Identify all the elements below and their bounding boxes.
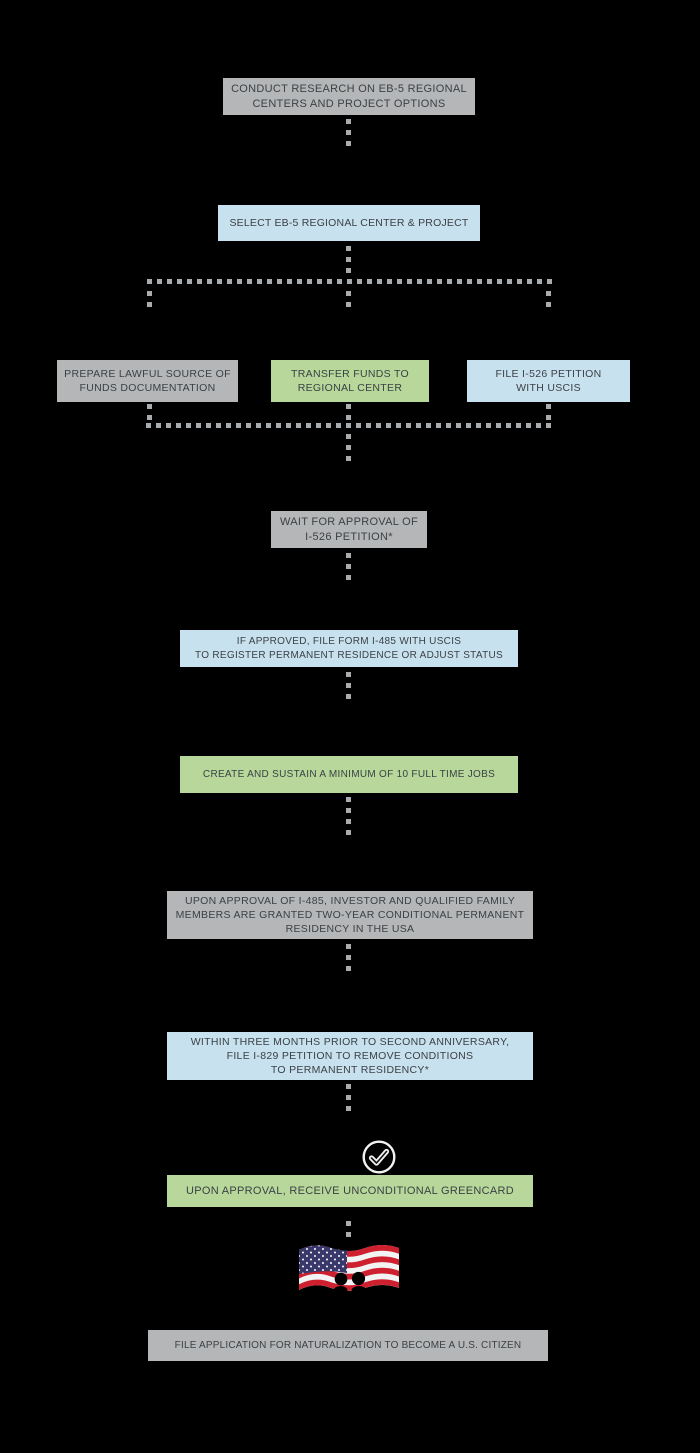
step-label: CONDUCT RESEARCH ON EB-5 REGIONAL CENTER…	[231, 82, 467, 110]
dotted-connector	[147, 291, 152, 313]
dotted-connector	[546, 404, 551, 420]
dotted-connector	[346, 246, 351, 273]
dotted-connector	[346, 797, 351, 835]
step-label: SELECT EB-5 REGIONAL CENTER & PROJECT	[229, 216, 469, 229]
step-label: WAIT FOR APPROVAL OF I-526 PETITION*	[279, 515, 419, 543]
step-wait-approval-i526: WAIT FOR APPROVAL OF I-526 PETITION*	[271, 511, 427, 548]
step-label: UPON APPROVAL OF I-485, INVESTOR AND QUA…	[175, 894, 525, 936]
step-label: PREPARE LAWFUL SOURCE OF FUNDS DOCUMENTA…	[64, 367, 231, 394]
dotted-connector	[346, 672, 351, 699]
step-label: FILE I-526 PETITION WITH USCIS	[495, 367, 602, 394]
step-label: IF APPROVED, FILE FORM I-485 WITH USCIS …	[195, 636, 503, 661]
step-label: WITHIN THREE MONTHS PRIOR TO SECOND ANNI…	[190, 1035, 510, 1077]
dotted-connector	[546, 291, 551, 313]
step-file-i829: WITHIN THREE MONTHS PRIOR TO SECOND ANNI…	[167, 1032, 533, 1080]
dotted-connector	[346, 553, 351, 580]
dotted-connector-horizontal	[147, 279, 552, 284]
step-select-center: SELECT EB-5 REGIONAL CENTER & PROJECT	[218, 205, 480, 241]
step-naturalization: FILE APPLICATION FOR NATURALIZATION TO B…	[148, 1330, 548, 1361]
step-source-of-funds: PREPARE LAWFUL SOURCE OF FUNDS DOCUMENTA…	[57, 360, 238, 402]
step-receive-greencard: UPON APPROVAL, RECEIVE UNCONDITIONAL GRE…	[167, 1175, 533, 1207]
dotted-connector	[346, 291, 351, 313]
dotted-connector	[346, 404, 351, 420]
dotted-connector	[346, 119, 351, 146]
dotted-connector	[346, 944, 351, 971]
step-label: TRANSFER FUNDS TO REGIONAL CENTER	[291, 367, 409, 394]
dotted-connector	[346, 1084, 351, 1111]
step-create-jobs: CREATE AND SUSTAIN A MINIMUM OF 10 FULL …	[180, 756, 518, 793]
dotted-connector	[147, 404, 152, 420]
dotted-connector	[346, 1221, 351, 1237]
step-label: FILE APPLICATION FOR NATURALIZATION TO B…	[174, 1339, 522, 1351]
us-flag-icon	[299, 1245, 399, 1295]
step-label: CREATE AND SUSTAIN A MINIMUM OF 10 FULL …	[202, 768, 496, 780]
check-circle-icon	[362, 1140, 396, 1174]
step-transfer-funds: TRANSFER FUNDS TO REGIONAL CENTER	[271, 360, 429, 402]
step-file-i526: FILE I-526 PETITION WITH USCIS	[467, 360, 630, 402]
step-label: UPON APPROVAL, RECEIVE UNCONDITIONAL GRE…	[186, 1184, 514, 1197]
dotted-connector-horizontal	[146, 423, 552, 428]
step-conditional-residency: UPON APPROVAL OF I-485, INVESTOR AND QUA…	[167, 891, 533, 939]
dotted-connector	[346, 434, 351, 461]
step-research: CONDUCT RESEARCH ON EB-5 REGIONAL CENTER…	[223, 78, 475, 115]
step-file-i485: IF APPROVED, FILE FORM I-485 WITH USCIS …	[180, 630, 518, 667]
